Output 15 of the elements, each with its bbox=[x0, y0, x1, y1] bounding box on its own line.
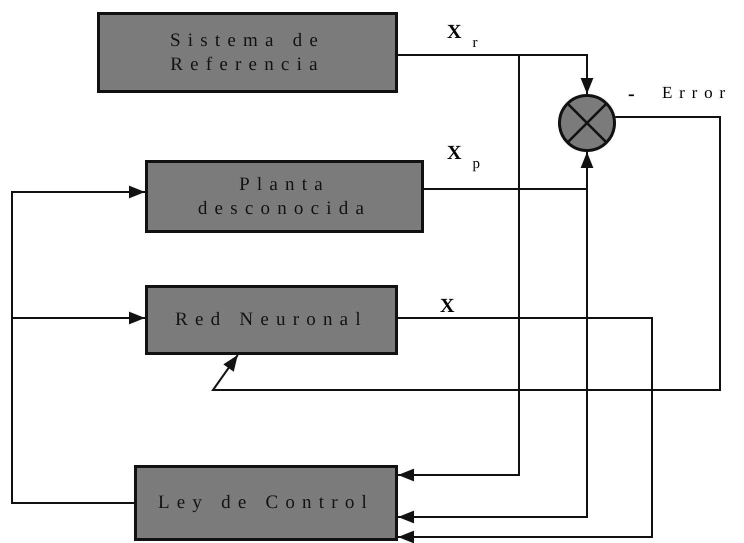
arrow bbox=[211, 116, 721, 391]
edge-label: X $_{p}$ bbox=[445, 143, 482, 172]
block-label: Red Neuronal bbox=[175, 308, 368, 332]
arrow bbox=[398, 317, 653, 543]
block-box bbox=[97, 12, 398, 93]
block-label: Planta desconocida bbox=[196, 172, 372, 220]
block-box bbox=[134, 465, 398, 541]
arrow bbox=[398, 188, 588, 524]
block-label: Sistema de Referencia bbox=[168, 28, 326, 76]
summing-junction bbox=[558, 94, 616, 152]
arrow bbox=[11, 312, 145, 504]
block-label: Ley de Control bbox=[158, 491, 374, 515]
block-box bbox=[145, 160, 424, 233]
block-box bbox=[145, 285, 398, 355]
arrow bbox=[398, 54, 520, 482]
